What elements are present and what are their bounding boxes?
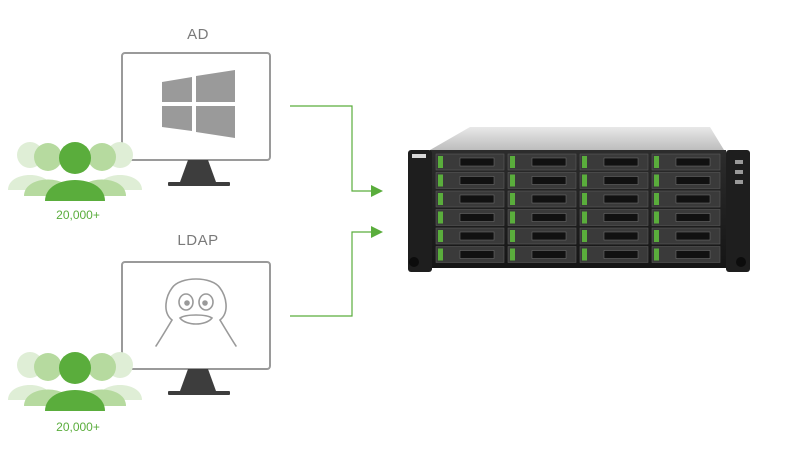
ldap-connector-arrow [290,226,383,317]
drive-bay [579,209,649,226]
drive-bay [435,153,505,171]
drive-bay [579,227,649,245]
ad-connector-arrow [290,105,383,197]
ad-monitor-icon [121,52,271,186]
drive-bay [507,172,577,189]
drive-bay [507,209,577,226]
ldap-users-group-icon [8,352,142,411]
drive-bay [507,190,577,208]
ldap-monitor-icon [121,261,271,395]
linux-tux-icon [155,278,237,347]
ad-user-count: 20,000+ [56,208,100,222]
drive-bay [579,246,649,263]
drive-bay [435,172,505,189]
drive-bay [651,153,721,171]
drive-bay [651,246,721,263]
ad-users-group-icon [8,142,142,201]
drive-bay [435,227,505,245]
drive-bay [435,209,505,226]
drive-bay [507,227,577,245]
windows-logo-icon [162,70,235,138]
drive-bay [435,190,505,208]
drive-bay [579,190,649,208]
rackmount-nas-server-icon [408,127,750,272]
ldap-user-count: 20,000+ [56,420,100,434]
drive-bay [651,190,721,208]
drive-bay [579,172,649,189]
drive-bay [651,172,721,189]
ldap-label: LDAP [177,232,219,249]
drive-bay [651,227,721,245]
drive-bay [651,209,721,226]
ad-label: AD [187,26,209,43]
drive-bay [435,246,505,263]
drive-bay [579,153,649,171]
drive-bay [507,246,577,263]
drive-bay [507,153,577,171]
